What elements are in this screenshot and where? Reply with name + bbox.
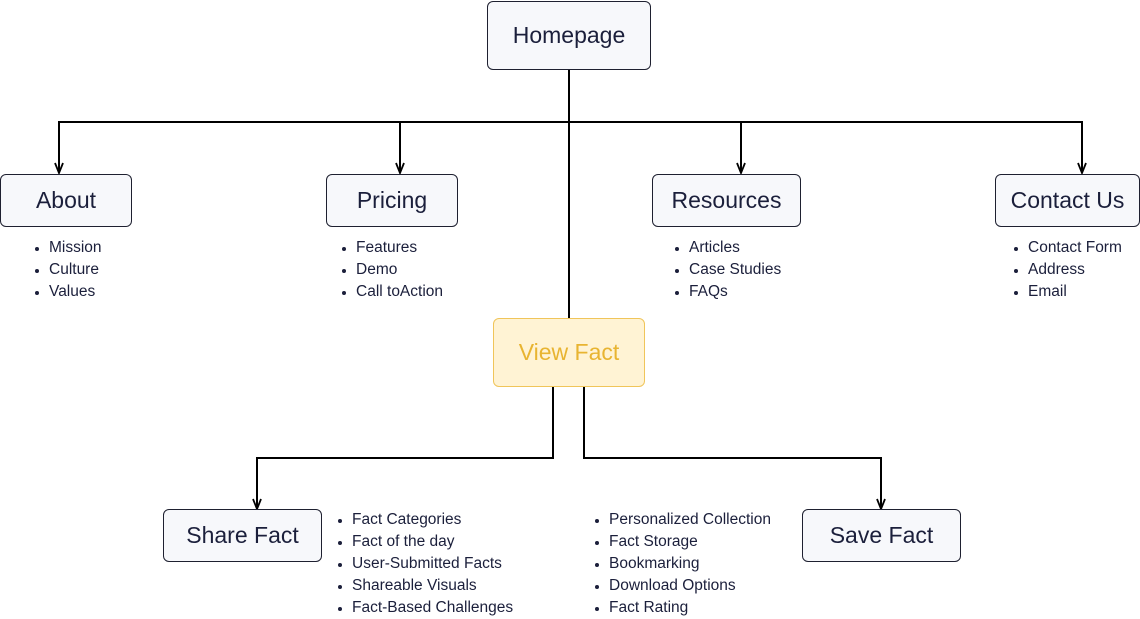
list-item: Values (49, 281, 102, 303)
resources-list: Articles Case Studies FAQs (667, 237, 781, 303)
node-resources[interactable]: Resources (652, 174, 801, 227)
list-item: Personalized Collection (609, 509, 771, 531)
node-homepage[interactable]: Homepage (487, 1, 651, 70)
share-fact-list: Fact Categories Fact of the day User-Sub… (330, 509, 513, 619)
pricing-list: Features Demo Call toAction (334, 237, 443, 303)
list-item: Features (356, 237, 443, 259)
arrow-share-fact (257, 387, 554, 509)
list-item: Fact Categories (352, 509, 513, 531)
list-item: Fact of the day (352, 531, 513, 553)
list-item: Articles (689, 237, 781, 259)
arrow-save-fact (583, 387, 881, 509)
list-item: Demo (356, 259, 443, 281)
node-save-fact[interactable]: Save Fact (802, 509, 961, 562)
node-pricing[interactable]: Pricing (326, 174, 458, 227)
node-share-fact[interactable]: Share Fact (163, 509, 322, 562)
list-item: Shareable Visuals (352, 575, 513, 597)
list-item: Case Studies (689, 259, 781, 281)
list-item: Bookmarking (609, 553, 771, 575)
list-item: FAQs (689, 281, 781, 303)
contact-list: Contact Form Address Email (1006, 237, 1122, 303)
list-item: Fact Storage (609, 531, 771, 553)
list-item: Call toAction (356, 281, 443, 303)
list-item: Download Options (609, 575, 771, 597)
list-item: Email (1028, 281, 1122, 303)
list-item: User-Submitted Facts (352, 553, 513, 575)
list-item: Fact-Based Challenges (352, 597, 513, 619)
about-list: Mission Culture Values (27, 237, 102, 303)
save-fact-list: Personalized Collection Fact Storage Boo… (587, 509, 771, 619)
list-item: Fact Rating (609, 597, 771, 619)
list-item: Mission (49, 237, 102, 259)
node-about[interactable]: About (0, 174, 132, 227)
list-item: Culture (49, 259, 102, 281)
node-contact-us[interactable]: Contact Us (995, 174, 1140, 227)
list-item: Address (1028, 259, 1122, 281)
list-item: Contact Form (1028, 237, 1122, 259)
node-view-fact[interactable]: View Fact (493, 318, 645, 387)
